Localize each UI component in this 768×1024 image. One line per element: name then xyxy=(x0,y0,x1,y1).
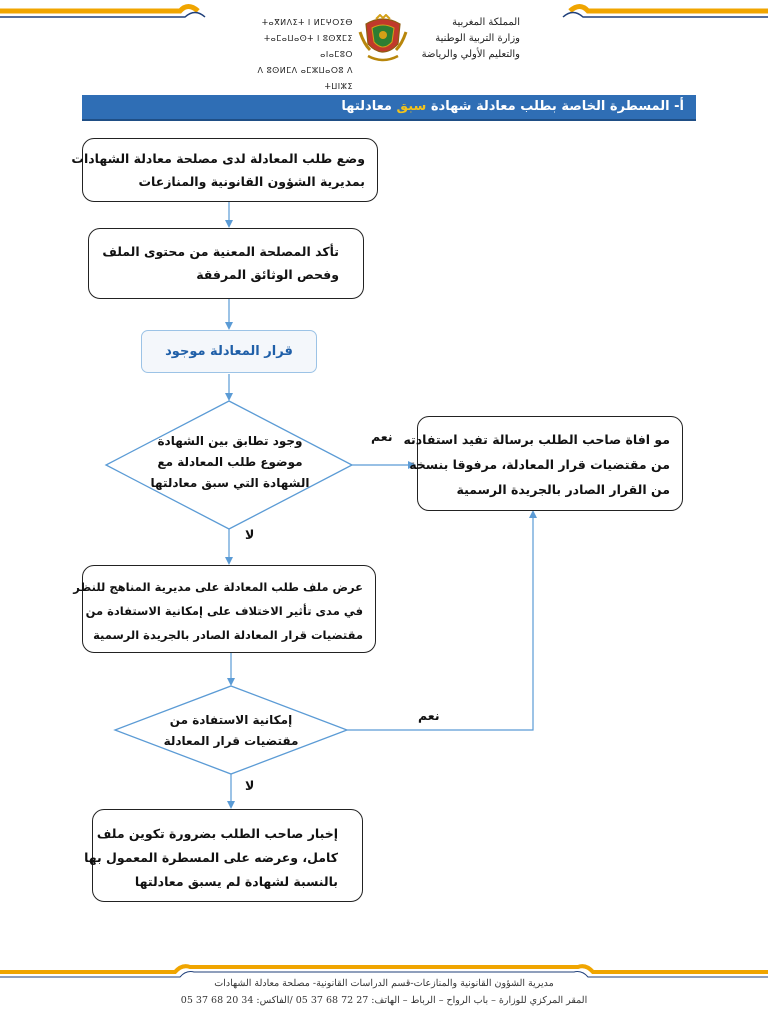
coat-of-arms-icon xyxy=(358,14,408,62)
ministry-line-tifinagh: ⵜⴰⴳⵍⴷⵉⵜ ⵏ ⵍⵎⵖⵔⵉⴱ xyxy=(261,18,353,27)
decision-text: موضوع طلب المعادلة مع xyxy=(157,455,303,469)
step-submit-request: وضع طلب المعادلة لدى مصلحة معادلة الشهاد… xyxy=(71,138,378,202)
section-prefix: أ- xyxy=(674,99,684,114)
section-title-highlight: سبق xyxy=(396,99,427,114)
section-title: أ- المسطرة الخاصة بطلب معادلة شهادة سبق … xyxy=(341,99,684,114)
ministry-name-tifinagh: ⵜⴰⴳⵍⴷⵉⵜ ⵏ ⵍⵎⵖⵔⵉⴱ ⵜⴰⵎⴰⵡⴰⵙⵜ ⵏ ⵓⵙⴳⵎⵉ ⴰⵏⴰⵎⵓⵔ… xyxy=(248,15,353,95)
arrow-decision2-yes xyxy=(347,510,537,731)
step-text: عرض ملف طلب المعادلة على مديرية المناهج … xyxy=(73,580,363,594)
step-text: إخبار صاحب الطلب بضرورة تكوين ملف xyxy=(96,826,338,841)
step-text: بمديرية الشؤون القانونية والمنازعات xyxy=(138,174,365,189)
ministry-name-arabic: المملكة المغربية وزارة التربية الوطنية و… xyxy=(400,15,520,63)
ministry-line: المملكة المغربية xyxy=(452,17,520,28)
step-text: تأكد المصلحة المعنية من محتوى الملف xyxy=(102,244,339,259)
step-refer-curricula: عرض ملف طلب المعادلة على مديرية المناهج … xyxy=(73,565,376,653)
edge-label-yes-1: نعم xyxy=(371,429,393,444)
step-text: وضع طلب المعادلة لدى مصلحة معادلة الشهاد… xyxy=(71,151,365,166)
ministry-line-tifinagh: ⴷ ⵓⵙⵍⵎⴷ ⴰⵎⵣⵡⴰⵔⵓ ⴷ ⵜⵡⵏⵣⵉ xyxy=(257,66,353,91)
ministry-line: وزارة التربية الوطنية xyxy=(435,33,520,44)
ministry-line: والتعليم الأولي والرياضة xyxy=(421,49,520,60)
ministry-line-tifinagh: ⵜⴰⵎⴰⵡⴰⵙⵜ ⵏ ⵓⵙⴳⵎⵉ ⴰⵏⴰⵎⵓⵔ xyxy=(264,34,353,59)
section-title-bar: أ- المسطرة الخاصة بطلب معادلة شهادة سبق … xyxy=(82,95,696,121)
section-title-part: معادلتها xyxy=(341,99,392,114)
step-text: من القرار الصادر بالجريدة الرسمية xyxy=(456,482,671,497)
decision-text: وجود تطابق بين الشهادة xyxy=(157,434,303,448)
decision-text: إمكانية الاستفادة من xyxy=(169,713,293,727)
step-notify-applicant: مو افاة صاحب الطلب برسالة تفيد استفادته … xyxy=(403,416,683,511)
step-inform-complete-file: إخبار صاحب الطلب بضرورة تكوين ملف كامل، … xyxy=(84,809,363,902)
step-text: من مقتضيات قرار المعادلة، مرفوقا بنسخة xyxy=(409,457,670,472)
decision-label-2: إمكانية الاستفادة من مقتضيات قرار المعاد… xyxy=(151,710,311,752)
page-header: المملكة المغربية وزارة التربية الوطنية و… xyxy=(0,0,768,91)
step-text: في مدى تأثير الاختلاف على إمكانية الاستف… xyxy=(85,604,363,618)
step-verify-file: تأكد المصلحة المعنية من محتوى الملف وفحص… xyxy=(88,228,364,299)
footer-decoration xyxy=(0,964,768,978)
decision-label-1: وجود تطابق بين الشهادة موضوع طلب المعادل… xyxy=(135,431,325,494)
step-text: بالنسبة لشهادة لم يسبق معادلتها xyxy=(134,874,338,889)
step-decision-exists: قرار المعادلة موجود xyxy=(141,330,317,373)
step-text: وفحص الوثائق المرفقة xyxy=(196,267,339,282)
edge-label-no-1: لا xyxy=(245,527,255,542)
header-decoration xyxy=(0,4,768,18)
decision-text: الشهادة التي سبق معادلتها xyxy=(150,476,310,490)
edge-label-yes-2: نعم xyxy=(418,708,440,723)
step-text: كامل، وعرضه على المسطرة المعمول بها xyxy=(84,850,338,865)
step-text: مقتضيات قرار المعادلة الصادر بالجريدة ال… xyxy=(93,628,363,642)
step-text: مو افاة صاحب الطلب برسالة تفيد استفادته xyxy=(403,432,670,447)
footer-address: المقر المركزي للوزارة – باب الرواح – الر… xyxy=(180,995,588,1006)
edge-label-no-2: لا xyxy=(245,778,255,793)
footer-department: مديرية الشؤون القانونية والمنازعات-قسم ا… xyxy=(214,978,554,989)
section-title-part: المسطرة الخاصة بطلب معادلة شهادة xyxy=(430,99,670,114)
decision-text: مقتضيات قرار المعادلة xyxy=(163,734,299,748)
